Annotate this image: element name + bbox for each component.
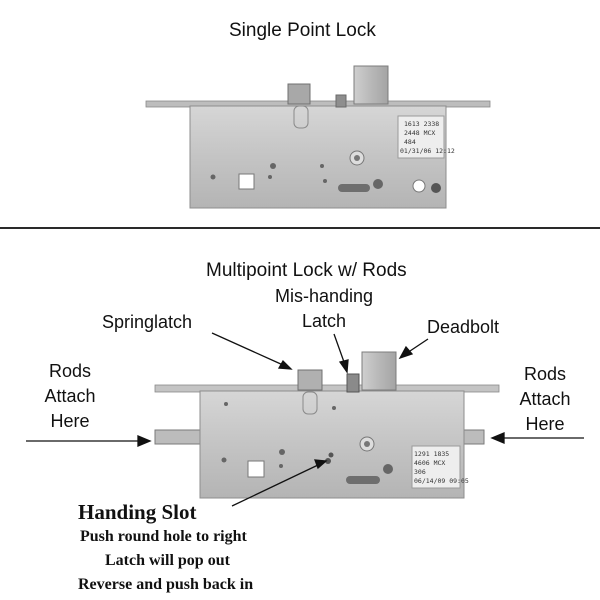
mishanding-label-line2: Latch — [301, 311, 347, 331]
mishanding-latch — [346, 373, 360, 393]
single-point-lock-image: 1613 2338 2448 MCX 484 01/31/06 12:12 — [145, 65, 491, 209]
handing-instruction-2: Latch will pop out — [105, 552, 230, 569]
single-stamp-line: 2448 MCX — [404, 129, 435, 137]
multi-slot — [346, 476, 380, 484]
handing-slot-hole — [328, 452, 334, 458]
deadbolt-arrowhead — [398, 345, 414, 360]
rods-right-arrowhead — [490, 432, 505, 444]
deadbolt-label: Deadbolt — [427, 317, 500, 337]
multipoint-lock-image: 1291 1835 4606 MCX 306 06/14/09 09:05 — [154, 351, 500, 499]
single-spindle-hole — [238, 173, 255, 190]
multi-stamp-line: 1291 1835 — [414, 450, 449, 458]
mishanding-label-line1: Mis-handing — [274, 286, 374, 306]
multi-boss-center — [364, 441, 370, 447]
single-stamp-line: 01/31/06 12:12 — [400, 147, 455, 155]
mishanding-arrow — [333, 333, 345, 363]
multipoint-lock-title: Multipoint Lock w/ Rods — [206, 260, 407, 281]
springlatch-arrowhead — [277, 359, 293, 370]
single-stamp-label — [397, 115, 445, 159]
rod-left — [154, 429, 202, 445]
handing-slot-arrow — [231, 464, 319, 507]
rods-left-arrowhead — [137, 435, 152, 447]
rods-right-label-line: Rods — [523, 364, 567, 384]
rods-left-label-line: Attach — [44, 386, 96, 406]
multi-rivet — [221, 457, 227, 463]
handing-instruction-1: Push round hole to right — [80, 528, 247, 545]
multi-rivet — [332, 406, 336, 410]
rods-right-label-line: Here — [525, 414, 565, 434]
single-stamp-line: 1613 2338 — [404, 120, 439, 128]
single-rivet — [323, 179, 327, 183]
rods-left-label-line: Here — [50, 411, 90, 431]
single-hole-right — [412, 179, 426, 193]
annotation-arrows — [26, 332, 584, 507]
rod-right — [461, 429, 485, 445]
springlatch-arrow — [211, 332, 284, 366]
handing-slot-heading: Handing Slot — [78, 500, 197, 524]
multi-rivet — [279, 464, 283, 468]
multi-stamp-line: 306 — [414, 468, 426, 476]
multi-rivet — [279, 449, 285, 455]
single-deadbolt — [353, 65, 389, 105]
multi-cylinder-hole — [383, 464, 393, 474]
single-point-lock-title: Single Point Lock — [229, 20, 376, 41]
single-cylinder-hole — [373, 179, 383, 189]
springlatch-label: Springlatch — [102, 312, 193, 332]
multi-rivet — [224, 402, 228, 406]
handing-slot-arrowhead — [314, 459, 328, 470]
multi-stamp-line: 06/14/09 09:05 — [414, 477, 469, 485]
multi-stamp-line: 4606 MCX — [414, 459, 445, 467]
single-rivet — [210, 174, 216, 180]
single-rivet — [270, 163, 276, 169]
single-latch-spring — [293, 105, 309, 129]
rods-right-label-line: Attach — [519, 389, 571, 409]
single-stamp-line: 484 — [404, 138, 416, 146]
deadbolt-arrow — [409, 338, 429, 352]
single-rivet — [320, 164, 324, 168]
single-slot — [338, 184, 370, 192]
single-small-latch — [335, 94, 347, 108]
handing-instruction-3: Reverse and push back in — [78, 576, 254, 593]
multi-springlatch — [297, 369, 323, 391]
single-hole-far-right — [431, 183, 441, 193]
multi-deadbolt — [361, 351, 397, 391]
section-divider — [0, 227, 600, 229]
mishanding-arrowhead — [338, 359, 349, 374]
single-boss-center — [354, 155, 360, 161]
single-rivet — [268, 175, 272, 179]
multi-stamp-label — [411, 445, 461, 489]
handing-slot-hole — [325, 458, 331, 464]
multi-latch-spring — [302, 391, 318, 415]
rods-left-label-line: Rods — [48, 361, 92, 381]
multi-spindle-hole — [247, 460, 265, 478]
single-springlatch — [287, 83, 311, 105]
